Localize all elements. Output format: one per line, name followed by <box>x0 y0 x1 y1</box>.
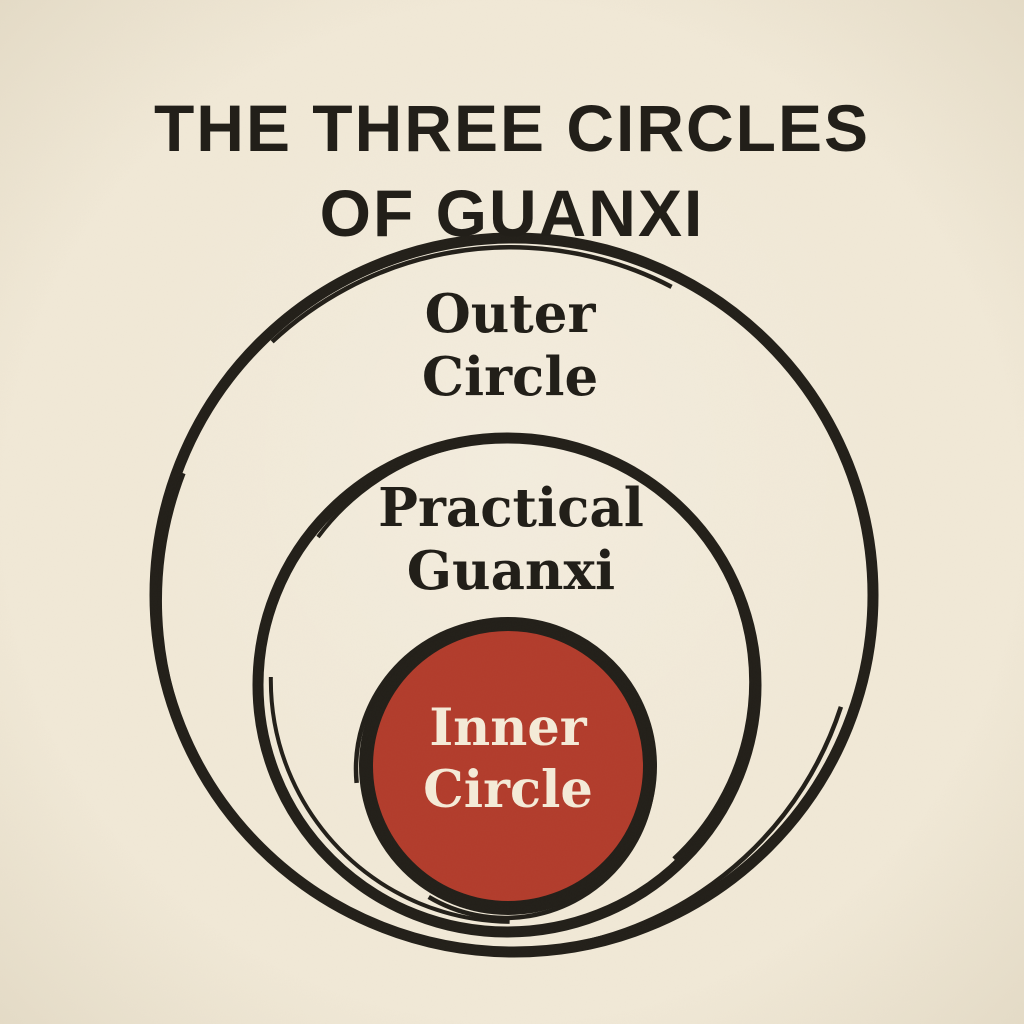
outer-circle-label-line2: Circle <box>421 346 599 408</box>
page-title: THE THREE CIRCLES OF GUANXI <box>62 86 962 256</box>
practical-guanxi-label-line2: Guanxi <box>406 540 616 602</box>
inner-circle-label-line2: Circle <box>423 760 593 820</box>
page-title-line1: THE THREE CIRCLES <box>153 91 871 166</box>
outer-circle-label: Outer Circle <box>422 283 598 409</box>
inner-circle-label: Inner Circle <box>423 697 593 821</box>
practical-guanxi-label-line1: Practical <box>378 477 644 539</box>
page-title-line2: OF GUANXI <box>319 176 705 251</box>
outer-circle-label-line1: Outer <box>424 283 596 345</box>
practical-guanxi-label: Practical Guanxi <box>378 477 644 603</box>
inner-circle-label-line1: Inner <box>429 698 587 758</box>
